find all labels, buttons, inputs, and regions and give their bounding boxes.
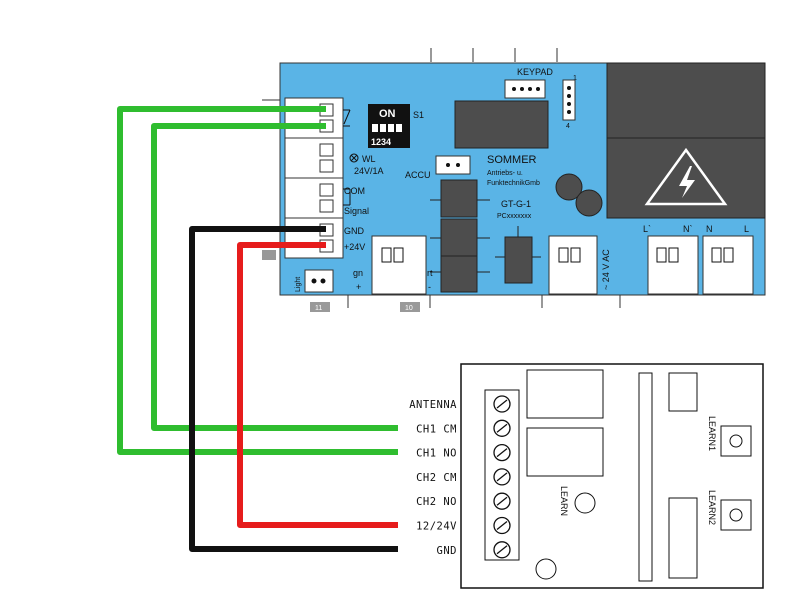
wire-black-gnd	[189, 226, 398, 552]
wl-label: WL	[362, 154, 376, 164]
accu-connector	[435, 155, 471, 175]
wire-red-24v	[237, 242, 398, 528]
regulator	[495, 226, 541, 284]
bottom-terminal-blocks	[304, 235, 754, 295]
accu-label: ACCU	[405, 170, 431, 180]
relay-ch1	[526, 369, 604, 419]
terminal-screw-slot	[496, 423, 508, 433]
board-ticks	[262, 48, 621, 308]
fuse-stack	[430, 179, 490, 293]
learn-label: LEARN	[559, 486, 569, 516]
com-label: COM	[344, 186, 365, 196]
keypad-pin4-label: 4	[566, 123, 570, 130]
keypad-pin1-label: 1	[573, 75, 577, 82]
model-label: GT-G-1	[501, 199, 531, 209]
component-bottom	[668, 497, 698, 579]
badge-10	[400, 302, 420, 312]
model-code-label: PCxxxxxxx	[497, 213, 532, 220]
keypad-label: KEYPAD	[517, 67, 553, 77]
wires	[117, 106, 398, 552]
terminal-screw-slot	[496, 472, 508, 482]
keypad-connector-vertical	[562, 79, 576, 121]
left-terminal-block	[284, 97, 344, 259]
learn-button[interactable]	[574, 492, 596, 514]
component-top	[668, 372, 698, 412]
l-label: L	[744, 224, 749, 234]
terminal-label: CH2 NO	[416, 496, 457, 508]
high-voltage-warning-icon	[644, 147, 728, 206]
rt-label: rt	[427, 268, 433, 278]
terminal-label: 12/24V	[416, 521, 457, 533]
n-label: N	[706, 224, 713, 234]
led-indicator	[535, 558, 557, 580]
learn1-label: LEARN1	[707, 416, 717, 451]
brand-line2-label: FunktechnikGmb	[487, 180, 540, 187]
brand-label: SOMMER	[487, 154, 537, 166]
minus-label: -	[428, 282, 431, 292]
terminal-label: GND	[437, 545, 457, 557]
plus-label: +	[356, 282, 361, 292]
n-prime-label: N`	[683, 224, 693, 234]
receiver-terminal-labels: ANTENNA CH1 CM CH1 NO CH2 CM CH2 NO 12/24V GND	[409, 399, 457, 557]
dip-numbers-label: 1234	[371, 137, 391, 147]
light-label: Light	[295, 277, 302, 292]
wl-rating-label: 24V/1A	[354, 166, 384, 176]
relay-box	[454, 100, 549, 149]
terminal-screw-slot	[496, 520, 508, 531]
terminal-label: CH2 CM	[416, 472, 457, 484]
dip-on-label: ON	[379, 108, 396, 120]
learn2-label: LEARN2	[707, 490, 717, 525]
side-badge	[262, 250, 276, 260]
keypad-connector	[504, 79, 546, 99]
capacitor-1	[555, 173, 583, 201]
receiver-terminal-screws	[493, 395, 511, 559]
badge-11	[310, 302, 330, 312]
brand-line1-label: Antriebs- u.	[487, 170, 523, 177]
terminal-label: CH1 CM	[416, 423, 457, 435]
learn1-button-knob	[729, 434, 743, 448]
ac-label: ~ 24 V AC	[601, 249, 611, 290]
plus24v-label: +24V	[344, 242, 365, 252]
badge-10-label: 10	[405, 305, 413, 312]
l-prime-label: L`	[643, 224, 651, 234]
gn-label: gn	[353, 268, 363, 278]
learn2-button-knob	[729, 508, 743, 522]
terminal-screw-slot	[496, 399, 508, 409]
receiver-module: ANTENNA CH1 CM CH1 NO CH2 CM CH2 NO 12/24V GND…	[409, 363, 764, 589]
wire-green-outer	[117, 106, 398, 455]
terminal-screw-slot	[496, 448, 508, 458]
learn1-button[interactable]	[720, 425, 752, 457]
controller-board: WL 24V/1A COM Signal GND +24V ON 1234 S1…	[262, 48, 766, 312]
terminal-label: ANTENNA	[409, 399, 457, 411]
relay-ch2	[526, 427, 604, 477]
relay-contact-symbol	[343, 109, 359, 206]
transformer-block-top	[606, 62, 766, 139]
wire-green-inner	[151, 123, 398, 431]
signal-label: Signal	[344, 206, 369, 216]
s1-label: S1	[413, 110, 424, 120]
antenna-coil	[638, 372, 653, 582]
terminal-screws	[311, 247, 734, 284]
dip-switch-s1: ON 1234	[368, 104, 410, 148]
terminal-screw-slot	[496, 496, 508, 506]
terminal-screw-slot	[496, 545, 508, 555]
terminal-label: CH1 NO	[416, 448, 457, 460]
gnd-label: GND	[344, 226, 365, 236]
capacitor-2	[575, 189, 603, 217]
badge-11-label: 11	[315, 305, 322, 312]
